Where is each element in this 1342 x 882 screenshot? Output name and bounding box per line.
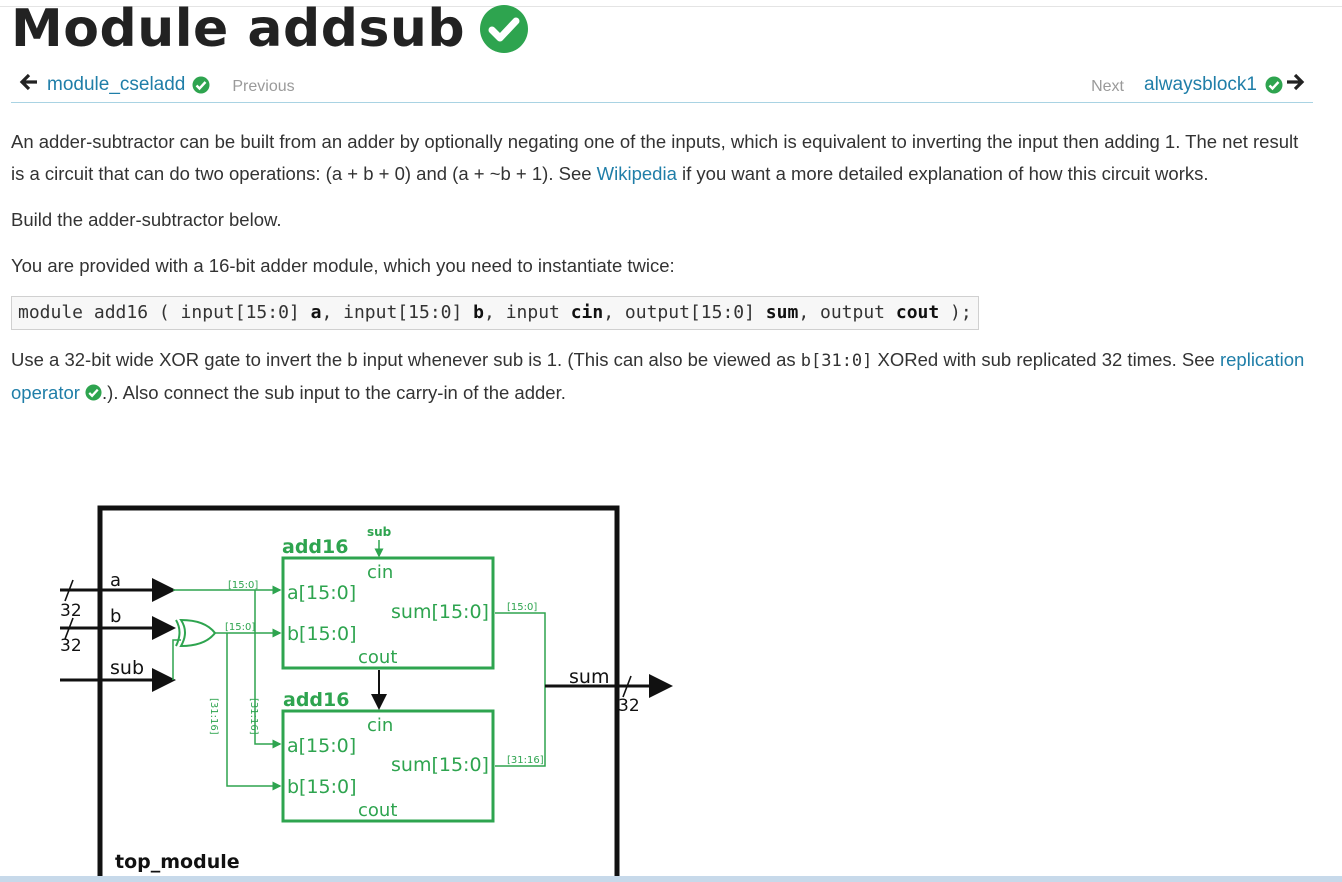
arrow-left-icon[interactable] [19, 72, 39, 98]
a-high-slice: [31:16] [248, 698, 259, 735]
next-nav: Next alwaysblock1 [1091, 72, 1305, 98]
previous-label: Previous [232, 77, 295, 95]
input-b-width: 32 [60, 636, 82, 656]
next-problem-link[interactable]: alwaysblock1 [1144, 74, 1257, 95]
intro-text: An adder-subtractor can be built from an… [11, 131, 1299, 184]
prev-problem-link[interactable]: module_cseladd [47, 74, 186, 95]
intro-text-end: if you want a more detailed explanation … [676, 163, 1209, 184]
xor-instruction: Use a 32-bit wide XOR gate to invert the… [11, 344, 1316, 409]
sum-low-slice: [15:0] [507, 602, 537, 613]
input-a-width: 32 [60, 601, 82, 621]
code-port: a [310, 302, 322, 323]
top-divider [0, 6, 1342, 7]
inline-code: b[31:0] [800, 351, 873, 371]
replication-operator-link[interactable]: replication operator [11, 349, 1305, 403]
a-low-slice: [15:0] [228, 580, 258, 591]
input-b-label: b [110, 606, 121, 627]
check-circle-icon [85, 382, 102, 403]
add16-lower-label: add16 [283, 689, 349, 711]
input-sub-label: sub [110, 657, 144, 679]
circuit-svg: top_module add16 add16 cin a[15:0] sum[1… [60, 505, 673, 876]
bus-slash-sum [622, 675, 632, 698]
problem-navigation: module_cseladd Previous Next alwaysblock… [11, 70, 1313, 103]
lower-cout-port: cout [358, 800, 397, 821]
code-text: , output[15:0] [603, 302, 766, 323]
sum-low-wire [495, 612, 546, 686]
lower-cin-port: cin [367, 715, 393, 736]
bus-slash-b [64, 617, 74, 640]
page-title: Module addsub [11, 0, 466, 59]
input-a-label: a [110, 570, 121, 591]
code-port: sum [765, 302, 799, 323]
code-text: ); [939, 302, 972, 323]
wikipedia-link[interactable]: Wikipedia [596, 163, 677, 184]
add16-upper-label: add16 [282, 536, 348, 558]
check-circle-icon [192, 76, 210, 98]
add16-upper-box [281, 556, 495, 670]
xor-gate [175, 618, 217, 648]
output-sum-width: 32 [618, 696, 640, 716]
code-text: , input [484, 302, 571, 323]
arrow-right-icon[interactable] [1285, 72, 1305, 98]
check-circle-icon [1265, 76, 1283, 98]
lower-a-port: a[15:0] [287, 735, 356, 757]
module-provided-text: You are provided with a 16-bit adder mod… [11, 255, 675, 276]
top-module-border [97, 505, 620, 876]
problem-description: An adder-subtractor can be built from an… [11, 126, 1316, 423]
page-header: Module addsub [11, 0, 529, 64]
upper-cout-port: cout [358, 647, 397, 668]
build-instruction: Build the adder-subtractor below. [11, 209, 282, 230]
intro-paragraph: An adder-subtractor can be built from an… [11, 126, 1316, 190]
upper-sum-port: sum[15:0] [391, 601, 489, 623]
xor-text-end: .). Also connect the sub input to the ca… [102, 382, 566, 403]
upper-a-port: a[15:0] [287, 582, 356, 604]
sum-high-wire [495, 686, 546, 767]
sub-top-label: sub [367, 525, 392, 539]
output-sum-label: sum [569, 666, 609, 688]
a-high-wire [254, 590, 282, 749]
circuit-diagram: top_module add16 add16 cin a[15:0] sum[1… [55, 500, 685, 876]
top-module-label: top_module [115, 851, 240, 873]
code-text: , output [798, 302, 896, 323]
upper-cin-port: cin [367, 562, 393, 583]
next-label: Next [1091, 77, 1124, 95]
code-text: module add16 ( input[15:0] [18, 302, 311, 323]
module-declaration-code: module add16 ( input[15:0] a, input[15:0… [11, 296, 979, 330]
sub-to-xor-wire [172, 639, 181, 680]
xor-text-mid: XORed with sub replicated 32 times. See [872, 349, 1220, 370]
code-port: b [473, 302, 485, 323]
code-port: cout [895, 302, 940, 323]
lower-sum-port: sum[15:0] [391, 754, 489, 776]
add16-lower-box [281, 709, 495, 823]
code-port: cin [570, 302, 604, 323]
xor-text: Use a 32-bit wide XOR gate to invert the… [11, 349, 801, 370]
bus-slash-a [64, 579, 74, 602]
upper-b-port: b[15:0] [287, 623, 357, 645]
bottom-scrollbar[interactable] [0, 876, 1342, 882]
prev-nav: module_cseladd Previous [19, 72, 295, 98]
bxor-low-slice: [15:0] [225, 622, 255, 633]
check-circle-icon [479, 4, 529, 58]
bxor-high-slice: [31:16] [208, 698, 219, 735]
lower-b-port: b[15:0] [287, 776, 357, 798]
bxor-high-wire [226, 633, 282, 791]
sum-high-slice: [31:16] [507, 755, 544, 766]
code-text: , input[15:0] [321, 302, 474, 323]
